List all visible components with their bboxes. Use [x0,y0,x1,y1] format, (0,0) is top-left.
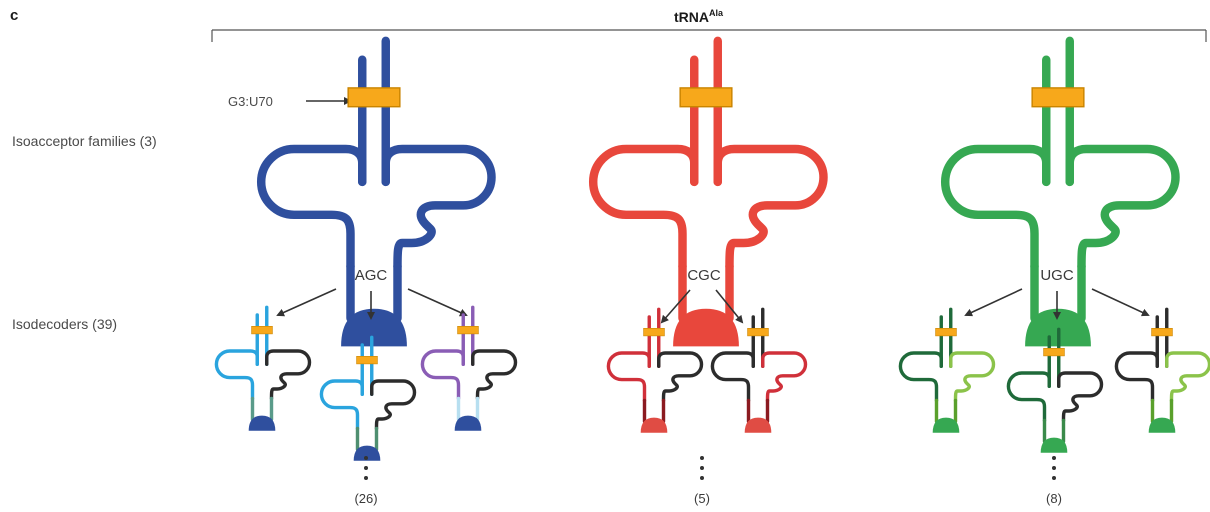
anticodon-label-agc: AGC [355,267,388,284]
g3-u70-marker [457,326,479,335]
anticodon-loop [1025,308,1091,347]
t-arm [265,349,312,401]
count-agc: (26) [354,491,377,506]
d-arm [319,379,364,431]
t-arm [761,351,808,403]
isoacceptor-trna-ugc [940,36,1180,347]
anticodon-loop [1148,417,1176,433]
header-title: tRNAAla [674,8,724,25]
count-ugc: (8) [1046,491,1062,506]
isodecoder-trna-3 [420,305,518,431]
isodecoder-trnas [214,305,1210,461]
anticodon-stem [746,398,770,424]
g3-u70-marker [1043,348,1065,357]
t-arm [713,144,828,271]
d-arm [588,144,699,271]
anticodon-loop [932,417,960,433]
g3-u70-marker [251,326,273,335]
isodecoder-trna-1 [214,305,312,431]
d-arm [1114,351,1159,403]
t-arm [1165,351,1210,403]
t-arm [949,351,996,403]
anticodon-loop [744,417,772,433]
anticodon-stem [642,398,666,424]
t-arm [471,349,518,401]
d-arm [710,351,755,403]
g3-u70-marker [1031,87,1085,108]
anticodon-label-ugc: UGC [1040,267,1074,284]
isoacceptor-trnas [256,36,1180,347]
anticodon-stem [456,396,480,422]
continuation-dots [364,456,1056,480]
t-arm [1057,371,1104,423]
isodecoder-trna-7 [1006,327,1104,453]
count-cgc: (5) [694,491,710,506]
header-title-main: tRNA [674,9,709,25]
d-arm [420,349,465,401]
g3-u70-marker [1151,328,1173,337]
isoacceptor-trna-cgc [588,36,828,347]
d-arm [1006,371,1051,423]
anticodon-loop [673,308,739,347]
g3-u70-marker [679,87,733,108]
isodecoder-row-label: Isodecoders (39) [12,316,117,332]
isodecoder-trna-4 [606,307,704,433]
t-arm [370,379,417,431]
anticodon-loop [353,445,381,461]
isoacceptor-row-label: Isoacceptor families (3) [12,133,157,149]
anticodon-stem [678,262,734,323]
anticodon-loop [640,417,668,433]
anticodon-stem [355,426,379,452]
panel-label: c [10,7,18,24]
d-arm [214,349,259,401]
isoacceptor-trna-agc [256,36,496,347]
anticodon-stem [346,262,402,323]
anticodon-loop [341,308,407,347]
isodecoder-trna-6 [898,307,996,433]
anticodon-loop [248,415,276,431]
anticodon-label-cgc: CGC [687,267,721,284]
d-arm [940,144,1051,271]
anticodon-stem [1030,262,1086,323]
d-arm [256,144,367,271]
isodecoder-trna-5 [710,307,808,433]
anticodon-stem [250,396,274,422]
g3-u70-marker [356,356,378,365]
anticodon-loop [454,415,482,431]
branch-arrows [276,288,1150,324]
g3-u70-marker [935,328,957,337]
g3-u70-marker [747,328,769,337]
anticodon-stem [934,398,958,424]
anticodon-loop [1040,437,1068,453]
t-arm [657,351,704,403]
d-arm [898,351,943,403]
g3-u70-marker [643,328,665,337]
anticodon-stem [1150,398,1174,424]
header-title-superscript: Ala [709,8,724,18]
g3-u70-label: G3:U70 [228,94,273,109]
isodecoder-trna-8 [1114,307,1210,433]
isodecoder-trna-2 [319,335,417,461]
g3-u70-marker [347,87,401,108]
d-arm [606,351,651,403]
anticodon-stem [1042,418,1066,444]
t-arm [1065,144,1180,271]
t-arm [381,144,496,271]
header-bracket [211,29,1207,42]
